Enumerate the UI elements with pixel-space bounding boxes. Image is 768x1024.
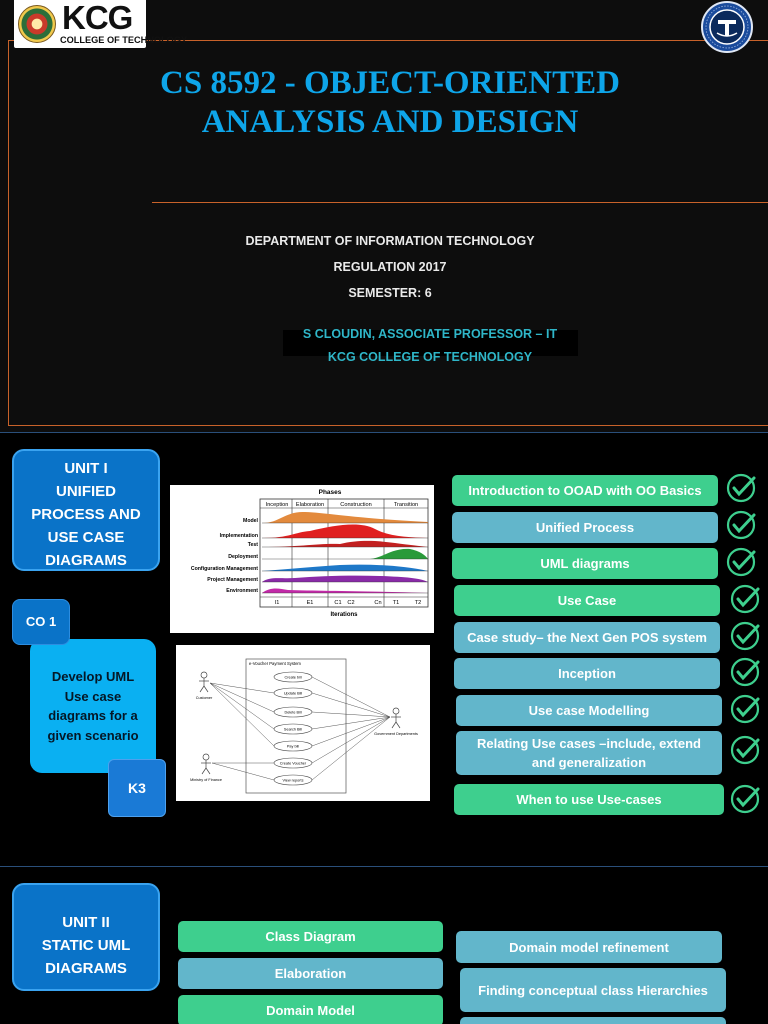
check-icon bbox=[724, 471, 758, 505]
unit2-line3: DIAGRAMS bbox=[45, 960, 127, 977]
iteration-c1: C1 bbox=[334, 600, 341, 606]
discipline-implementation: Implementation bbox=[220, 533, 258, 539]
unit1-line5: DIAGRAMS bbox=[45, 552, 127, 569]
topic-domain-model-refinement: Domain model refinement bbox=[456, 931, 722, 963]
co-badge: CO 1 bbox=[12, 599, 70, 645]
check-icon bbox=[728, 733, 762, 767]
iteration-c2: C2 bbox=[347, 600, 354, 606]
discipline-environment: Environment bbox=[226, 588, 258, 594]
unit1-line1: UNIT I bbox=[64, 460, 108, 477]
slide-frame bbox=[8, 40, 768, 426]
topic-next-item bbox=[460, 1017, 726, 1024]
actor-ministry-of-finance: Ministry of Finance bbox=[190, 778, 222, 782]
semester-text: SEMESTER: 6 bbox=[348, 286, 432, 300]
unit1-line4: USE CASE bbox=[47, 529, 125, 546]
topic-introduction-ooad: Introduction to OOAD with OO Basics bbox=[452, 475, 718, 506]
outcome-line4: given scenario bbox=[47, 727, 139, 743]
outcome-line1: Develop UML bbox=[51, 669, 135, 684]
university-seal-icon bbox=[696, 0, 758, 54]
topic-case-study-pos: Case study– the Next Gen POS system bbox=[454, 622, 720, 653]
discipline-test: Test bbox=[248, 542, 259, 548]
outcome-line3: diagrams for a bbox=[48, 708, 138, 723]
author-name: S CLOUDIN, ASSOCIATE PROFESSOR – IT bbox=[302, 327, 558, 341]
discipline-configuration-management: Configuration Management bbox=[191, 566, 258, 572]
topic-use-case-modelling: Use case Modelling bbox=[456, 695, 722, 726]
topic-elaboration: Elaboration bbox=[178, 958, 443, 989]
uc-search-bill: Search Bill bbox=[284, 728, 302, 732]
check-icon bbox=[728, 582, 762, 616]
uc-update-bill: Update Bill bbox=[284, 692, 303, 696]
check-icon bbox=[728, 782, 762, 816]
author-info: S CLOUDIN, ASSOCIATE PROFESSOR – IT KCG … bbox=[260, 325, 600, 371]
topic-relating-use-cases: Relating Use cases –include, extend and … bbox=[456, 731, 722, 775]
iteration-t1: T1 bbox=[393, 600, 400, 606]
topic-use-case: Use Case bbox=[454, 585, 720, 616]
actor-customer: Customer bbox=[196, 696, 213, 700]
institution-name: KCG COLLEGE OF TECHNOLOGY bbox=[327, 350, 533, 364]
course-outcome-box: Develop UML Use case diagrams for a give… bbox=[30, 639, 156, 773]
topic-class-diagram: Class Diagram bbox=[178, 921, 443, 952]
logo-subtitle: COLLEGE OF TECHNOLOGY bbox=[60, 35, 188, 45]
topic-relating-line1: Relating Use cases –include, extend bbox=[477, 736, 701, 751]
iteration-cn: Cn bbox=[374, 600, 381, 606]
college-emblem-icon bbox=[18, 5, 56, 43]
iteration-i1: I1 bbox=[275, 600, 280, 606]
iteration-t2: T2 bbox=[415, 600, 422, 606]
check-icon bbox=[728, 692, 762, 726]
phases-title: Phases bbox=[319, 489, 342, 496]
topic-conceptual-class-hierarchies: Finding conceptual class Hierarchies bbox=[460, 968, 726, 1012]
topic-uml-diagrams: UML diagrams bbox=[452, 548, 718, 579]
unit1-line2: UNIFIED bbox=[56, 483, 116, 500]
topic-relating-line2: and generalization bbox=[531, 755, 647, 770]
actor-government-departments: Government Departments bbox=[374, 732, 418, 736]
title-slide: KCG COLLEGE OF TECHNOLOGY CS 8592 - OBJE… bbox=[0, 0, 768, 432]
unit2-slide: UNIT II STATIC UML DIAGRAMS Class Diagra… bbox=[0, 866, 768, 1024]
iteration-e1: E1 bbox=[307, 600, 314, 606]
system-name: e-Voucher Payment System bbox=[249, 661, 301, 666]
unit2-title-box: UNIT II STATIC UML DIAGRAMS bbox=[12, 883, 160, 991]
phase-transition: Transition bbox=[394, 502, 418, 508]
author-backdrop bbox=[283, 330, 578, 356]
course-title-line1: CS 8592 - OBJECT-ORIENTED bbox=[160, 65, 620, 101]
course-info: DEPARTMENT OF INFORMATION TECHNOLOGY REG… bbox=[180, 232, 600, 310]
unit2-line2: STATIC UML bbox=[41, 937, 131, 954]
unit2-line1: UNIT II bbox=[62, 914, 110, 931]
topic-unified-process: Unified Process bbox=[452, 512, 718, 543]
course-title-line2: ANALYSIS AND DESIGN bbox=[201, 104, 579, 140]
phase-elaboration: Elaboration bbox=[296, 502, 324, 508]
uc-delete-bill: Delete Bill bbox=[284, 711, 301, 715]
phase-construction: Construction bbox=[340, 502, 371, 508]
unified-process-phases-figure: Phases Inception Elaboration Constructio… bbox=[170, 485, 434, 633]
check-icon bbox=[728, 655, 762, 689]
title-divider bbox=[152, 202, 768, 203]
department-text: DEPARTMENT OF INFORMATION TECHNOLOGY bbox=[245, 234, 535, 248]
use-case-diagram-figure: e-Voucher Payment System Create bill Upd… bbox=[176, 645, 430, 801]
knowledge-level-badge: K3 bbox=[108, 759, 166, 817]
check-icon bbox=[728, 619, 762, 653]
iterations-label: Iterations bbox=[330, 612, 358, 618]
check-icon bbox=[724, 545, 758, 579]
topic-inception: Inception bbox=[454, 658, 720, 689]
topic-when-to-use: When to use Use-cases bbox=[454, 784, 724, 815]
discipline-deployment: Deployment bbox=[228, 554, 258, 560]
unit1-title-box: UNIT I UNIFIED PROCESS AND USE CASE DIAG… bbox=[12, 449, 160, 571]
regulation-text: REGULATION 2017 bbox=[333, 260, 447, 274]
uc-create-bill: Create bill bbox=[284, 676, 301, 680]
uc-create-voucher: Create Voucher bbox=[280, 762, 307, 766]
uc-pay-bill: Pay bill bbox=[287, 745, 299, 749]
check-icon bbox=[724, 508, 758, 542]
kcg-logo: KCG COLLEGE OF TECHNOLOGY bbox=[14, 0, 187, 48]
course-title: CS 8592 - OBJECT-ORIENTED ANALYSIS AND D… bbox=[60, 64, 720, 142]
outcome-line2: Use case bbox=[64, 688, 122, 704]
discipline-model: Model bbox=[243, 518, 259, 524]
uc-view-reports: View reports bbox=[282, 779, 303, 783]
logo-name: KCG bbox=[62, 0, 133, 36]
discipline-project-management: Project Management bbox=[207, 577, 258, 583]
unit1-line3: PROCESS AND bbox=[31, 506, 141, 523]
phase-inception: Inception bbox=[266, 502, 289, 508]
unit1-slide: UNIT I UNIFIED PROCESS AND USE CASE DIAG… bbox=[0, 432, 768, 866]
topic-domain-model: Domain Model bbox=[178, 995, 443, 1024]
